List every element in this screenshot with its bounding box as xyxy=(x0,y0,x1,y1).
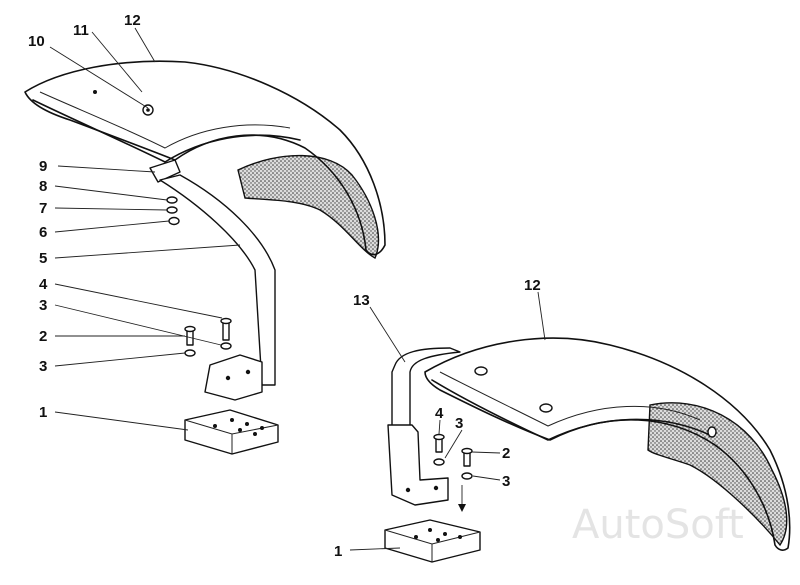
left-fender-assembly xyxy=(24,60,386,455)
callout-4-right: 4 xyxy=(435,405,444,422)
callout-2-left: 2 xyxy=(39,328,47,345)
left-fender-rim-inner xyxy=(39,91,291,149)
right-fender-top xyxy=(424,337,791,551)
left-arm-foot-bracket xyxy=(204,354,263,401)
callout-6: 6 xyxy=(39,224,47,241)
callout-8: 8 xyxy=(39,178,47,195)
callout-11: 11 xyxy=(73,22,89,39)
callout-12-right: 12 xyxy=(524,277,541,294)
callout-10: 10 xyxy=(28,33,45,50)
left-washer-8 xyxy=(166,196,178,204)
right-fender-assembly xyxy=(384,337,791,563)
callout-1-right: 1 xyxy=(334,543,342,560)
right-washer-3b xyxy=(461,472,473,480)
leader-lines xyxy=(49,27,546,551)
callout-12-left: 12 xyxy=(124,12,141,29)
callout-2-right: 2 xyxy=(502,445,510,462)
callout-3-right-a: 3 xyxy=(455,415,463,432)
left-support-arm xyxy=(159,174,276,386)
right-fender-rim xyxy=(431,379,711,441)
watermark: AutoSoft xyxy=(572,502,744,548)
right-arm-foot-bracket xyxy=(387,424,449,506)
right-washer-3a xyxy=(433,458,445,466)
callout-3-right-b: 3 xyxy=(502,473,510,490)
callout-5: 5 xyxy=(39,250,47,267)
left-fender-top xyxy=(24,60,386,256)
callout-1-left: 1 xyxy=(39,404,47,421)
right-fender-bolt-a xyxy=(474,366,488,376)
left-washer-3a xyxy=(220,342,232,350)
left-bolt-4 xyxy=(222,321,230,341)
callout-9: 9 xyxy=(39,158,47,175)
callout-3-left-b: 3 xyxy=(39,358,47,375)
right-mounting-plate xyxy=(384,519,481,563)
left-washer-3b xyxy=(184,349,196,357)
left-fender-rim xyxy=(32,99,301,163)
callout-7: 7 xyxy=(39,200,47,217)
right-fender-rim-inner xyxy=(439,371,701,427)
left-washer-7 xyxy=(166,206,178,214)
left-clamp-bracket xyxy=(149,159,181,183)
callout-13: 13 xyxy=(353,292,370,309)
right-fender-bolt-b xyxy=(539,403,553,413)
right-fender-skirt xyxy=(647,402,788,547)
callout-labels: 10 11 12 9 8 7 6 5 4 3 2 3 1 13 12 4 3 2… xyxy=(28,12,541,560)
right-support-arm xyxy=(391,347,461,433)
left-washer-6 xyxy=(168,216,180,226)
left-mounting-plate xyxy=(184,409,279,455)
callout-4-left: 4 xyxy=(39,276,48,293)
callout-3-left-a: 3 xyxy=(39,297,47,314)
